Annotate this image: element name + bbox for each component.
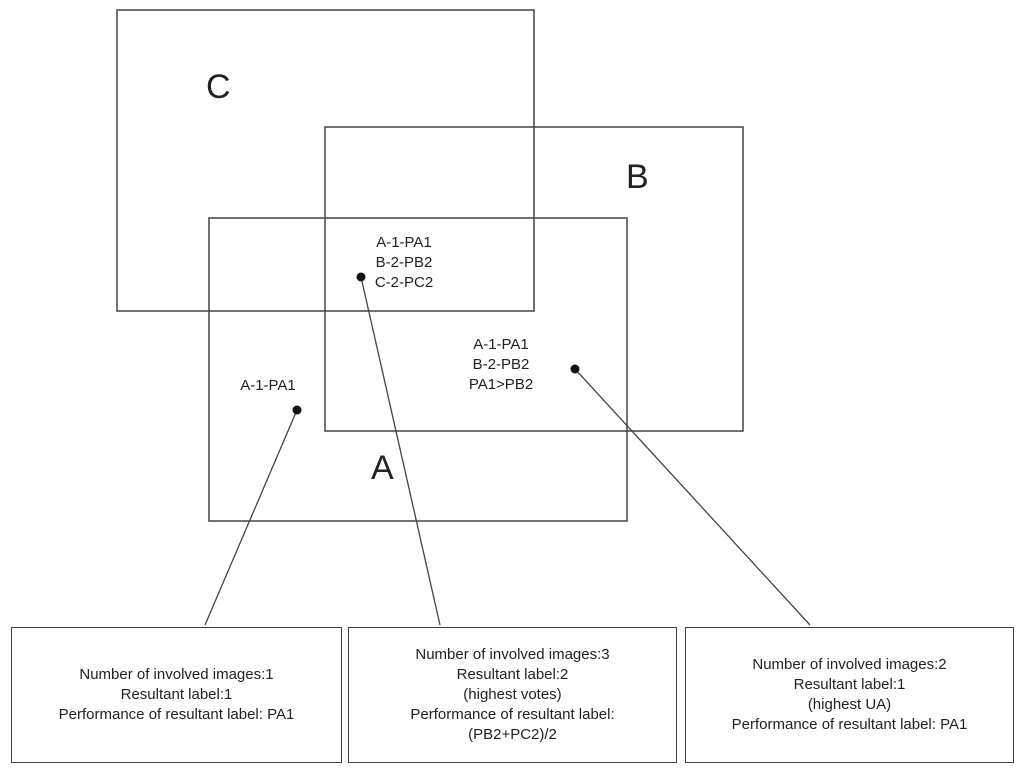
leader-line-a (204, 409, 298, 626)
region-b-label: B (626, 158, 649, 196)
leader-line-abc (360, 276, 441, 626)
leader-line-ab (574, 368, 811, 626)
point-abc-line: A-1-PA1 (376, 234, 432, 251)
info-line: Resultant label:2 (456, 666, 569, 683)
info-box-left: Number of involved images:1 Resultant la… (11, 627, 342, 763)
info-line: Number of involved images:2 (752, 656, 947, 673)
info-line: (PB2+PC2)/2 (468, 726, 557, 743)
info-line: Resultant label:1 (793, 676, 906, 693)
point-abc-line: C-2-PC2 (374, 274, 434, 291)
point-ab-line: A-1-PA1 (473, 336, 529, 353)
point-ab-label: A-1-PA1 B-2-PB2 PA1>PB2 (446, 335, 556, 395)
info-line: Resultant label:1 (120, 686, 233, 703)
region-b-rect (324, 126, 744, 432)
point-ab-dot (570, 364, 580, 374)
point-a-label: A-1-PA1 (228, 376, 308, 396)
info-box-right-text: Number of involved images:2 Resultant la… (732, 655, 968, 735)
region-c-label: C (206, 68, 231, 106)
point-ab-line: B-2-PB2 (472, 356, 530, 373)
info-box-middle: Number of involved images:3 Resultant la… (348, 627, 677, 763)
point-a-line: A-1-PA1 (240, 377, 296, 394)
point-abc-label: A-1-PA1 B-2-PB2 C-2-PC2 (364, 233, 444, 293)
info-line: Performance of resultant label: (410, 706, 615, 723)
info-box-middle-text: Number of involved images:3 Resultant la… (410, 645, 614, 745)
point-a-dot (292, 405, 302, 415)
info-line: (highest votes) (463, 686, 562, 703)
region-a-rect (208, 217, 628, 522)
info-box-left-text: Number of involved images:1 Resultant la… (59, 665, 295, 725)
info-line: (highest UA) (807, 696, 892, 713)
info-box-right: Number of involved images:2 Resultant la… (685, 627, 1014, 763)
info-line: Number of involved images:3 (415, 646, 610, 663)
point-abc-line: B-2-PB2 (375, 254, 433, 271)
point-ab-line: PA1>PB2 (468, 376, 534, 393)
region-a-label: A (371, 449, 394, 487)
info-line: Number of involved images:1 (79, 666, 274, 683)
point-abc-dot (356, 272, 366, 282)
info-line: Performance of resultant label: PA1 (731, 716, 968, 733)
info-line: Performance of resultant label: PA1 (58, 706, 295, 723)
